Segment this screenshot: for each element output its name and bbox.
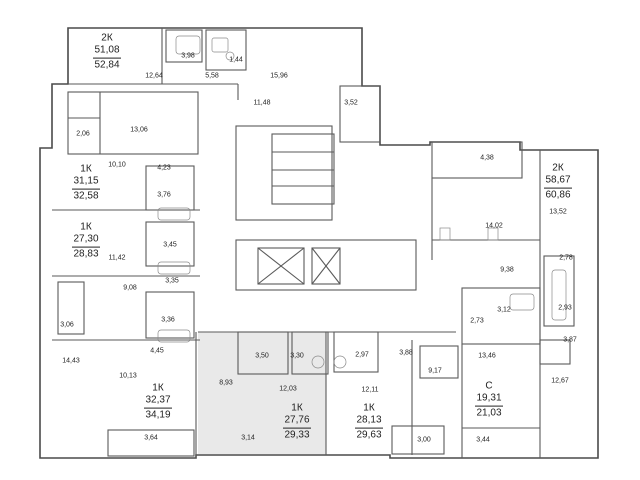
room-area: 3,64 [144, 434, 158, 442]
room-area: 13,46 [478, 352, 496, 360]
room-area: 14,43 [62, 357, 80, 365]
room-area: 14,02 [485, 222, 503, 230]
apartment-label: 2К 51,08 52,84 [93, 32, 121, 71]
room-area: 3,14 [241, 434, 255, 442]
room-area: 3,30 [290, 352, 304, 360]
room-area: 3,00 [417, 436, 431, 444]
room-area: 3,87 [563, 336, 577, 344]
apartment-label: 1К 27,30 28,83 [72, 221, 100, 260]
room-area: 4,38 [480, 154, 494, 162]
room-area: 13,06 [130, 126, 148, 134]
room-area: 2,97 [355, 351, 369, 359]
room-area: 3,12 [497, 306, 511, 314]
room-area: 15,96 [270, 72, 288, 80]
room-area: 10,10 [108, 161, 126, 169]
room-area: 3,44 [476, 436, 490, 444]
room-area: 3,76 [157, 191, 171, 199]
room-area: 10,13 [119, 372, 137, 380]
apartment-label: 1К 27,76 29,33 [283, 402, 311, 441]
room-area: 2,93 [558, 304, 572, 312]
room-area: 1,44 [229, 56, 243, 64]
room-area: 12,67 [551, 377, 569, 385]
room-area: 9,08 [123, 284, 137, 292]
room-area: 12,03 [279, 385, 297, 393]
apartment-label: 1К 32,37 34,19 [144, 382, 172, 421]
room-area: 9,17 [428, 367, 442, 375]
apartment-label: 1К 28,13 29,63 [355, 402, 383, 441]
room-area: 4,45 [150, 347, 164, 355]
apartment-label: С 19,31 21,03 [475, 380, 503, 419]
room-area: 3,35 [165, 277, 179, 285]
highlighted-apartment[interactable] [198, 332, 326, 454]
room-area: 8,93 [219, 379, 233, 387]
room-area: 2,73 [470, 317, 484, 325]
room-area: 11,48 [253, 99, 271, 107]
room-area: 3,88 [399, 349, 413, 357]
room-area: 12,11 [361, 386, 379, 394]
room-area: 3,50 [255, 352, 269, 360]
room-area: 3,98 [181, 52, 195, 60]
apartment-label: 2К 58,67 60,86 [544, 162, 572, 201]
room-area: 3,06 [60, 321, 74, 329]
apartment-label: 1К 31,15 32,58 [72, 163, 100, 202]
room-area: 12,64 [145, 72, 163, 80]
room-area: 2,78 [559, 254, 573, 262]
room-area: 4,23 [157, 164, 171, 172]
room-area: 2,06 [76, 130, 90, 138]
room-area: 3,36 [161, 316, 175, 324]
room-area: 3,45 [163, 241, 177, 249]
room-area: 5,58 [205, 72, 219, 80]
room-area: 11,42 [108, 254, 126, 262]
room-area: 13,52 [549, 208, 567, 216]
room-area: 9,38 [500, 266, 514, 274]
room-area: 3,52 [344, 99, 358, 107]
